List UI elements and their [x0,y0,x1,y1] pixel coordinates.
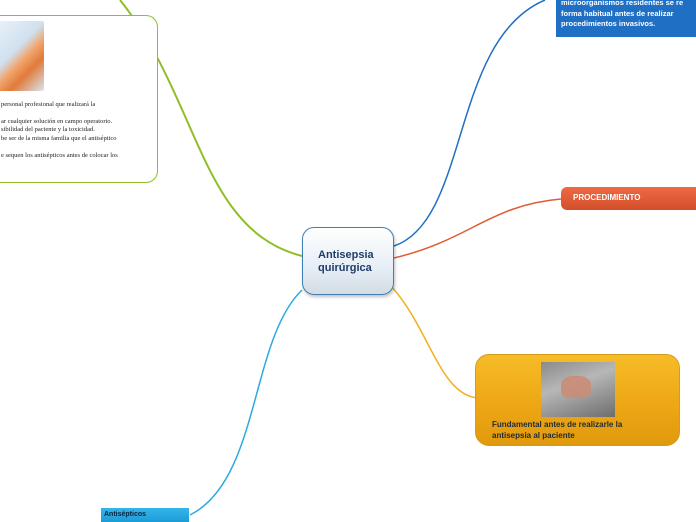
hands-shape [561,376,591,398]
branch-label: Antisépticos [104,511,146,518]
hand-washing-photo [541,362,615,417]
note-fundamental[interactable]: Fundamental antes de realizarle la antis… [475,354,680,446]
note-blue[interactable]: microorganismos residentes se re forma h… [556,0,696,37]
note-green[interactable]: personal profesional que realizará la ar… [0,15,158,183]
note-line: microorganismos residentes se re [561,0,683,9]
central-topic-title: Antisepsia quirúrgica [318,249,374,275]
note-line: personal profesional que realizará la [1,101,95,108]
branch-label: PROCEDIMIENTO [573,193,640,202]
note-line: sibilidad del paciente y la toxicidad. [1,126,95,133]
note-line: e sequen los antisépticos antes de coloc… [1,152,118,159]
note-text: microorganismos residentes se re forma h… [561,0,683,30]
note-line: be ser de la misma familia que el antisé… [1,135,117,142]
title-line: quirúrgica [318,262,374,275]
note-line: procedimientos invasivos. [561,19,683,30]
connector-cyan [190,290,302,515]
note-line: ar cualquier solución en campo operatori… [1,118,112,125]
note-caption: Fundamental antes de realizarle la antis… [492,419,672,441]
caption-line: antisepsia al paciente [492,430,672,441]
connector-blue [394,0,545,246]
title-line: Antisepsia [318,249,374,262]
central-topic[interactable]: Antisepsia quirúrgica [302,227,394,295]
note-line: forma habitual antes de realizar [561,9,683,20]
connector-yellow [392,287,478,398]
surgical-prep-photo [0,21,44,91]
branch-procedimiento[interactable]: PROCEDIMIENTO [561,187,696,210]
caption-line: Fundamental antes de realizarle la [492,419,672,430]
